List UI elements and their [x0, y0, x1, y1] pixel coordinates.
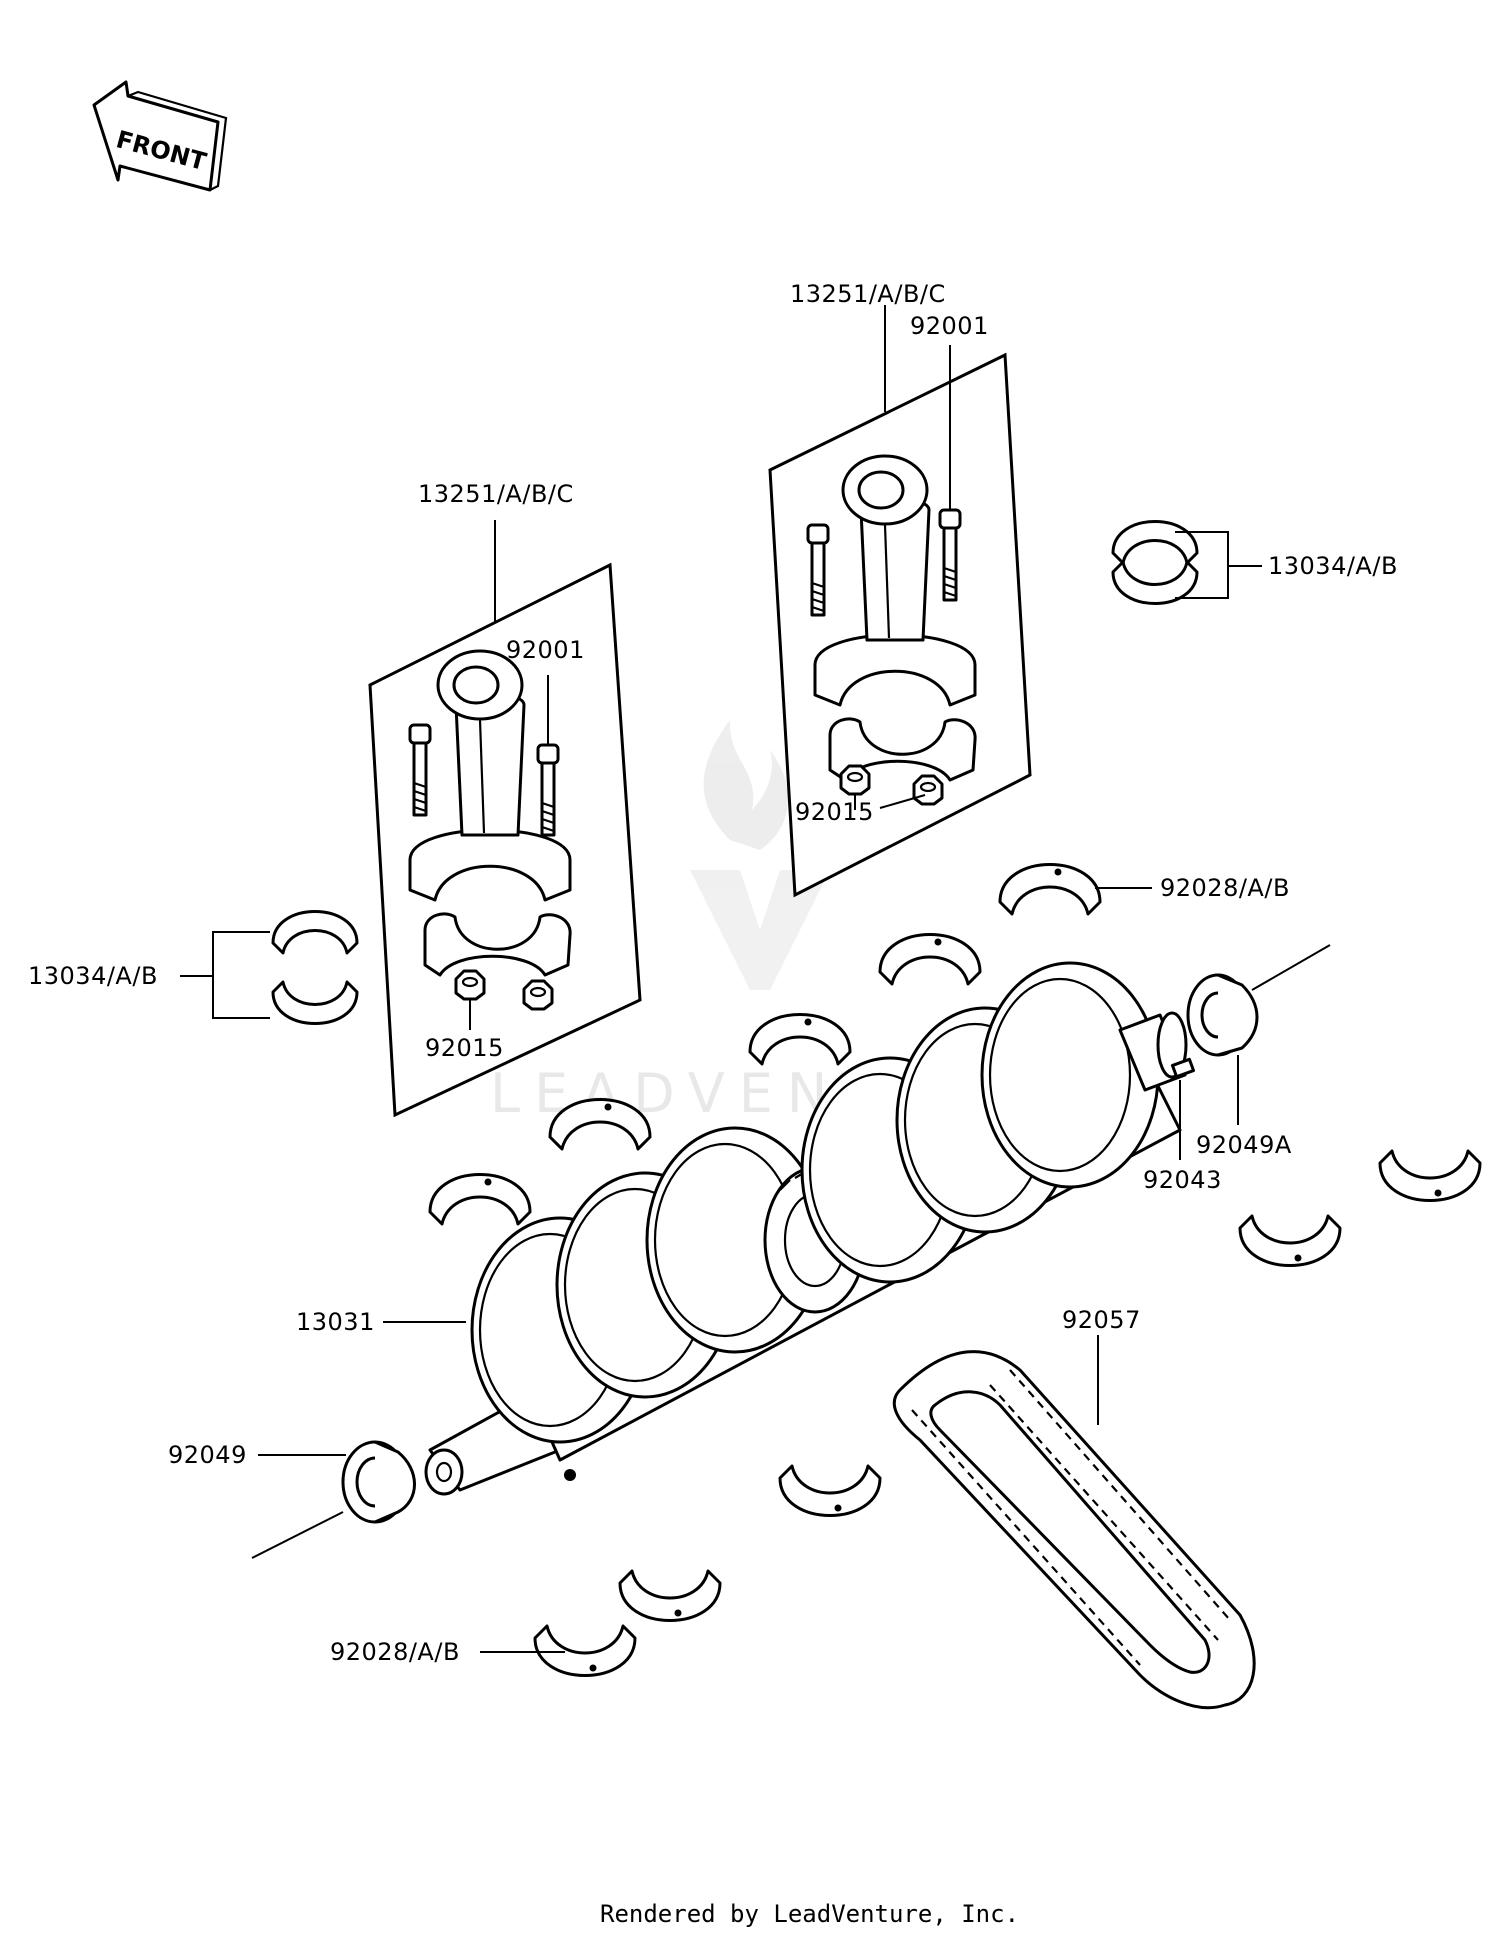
rod-bearing-right-upper	[1111, 520, 1199, 565]
label-main-bearing-lower: 92028/A/B	[330, 1638, 460, 1666]
label-oil-seal-left: 92049	[168, 1441, 247, 1469]
rod-bolt-right-1	[806, 523, 830, 617]
main-bearing-shell-8	[778, 1464, 882, 1517]
label-nut-right: 92015	[795, 798, 874, 826]
label-oil-seal-right: 92049A	[1196, 1131, 1292, 1159]
main-bearing-shell-7	[1238, 1214, 1342, 1267]
oil-seal-left	[341, 1440, 416, 1524]
rod-bearing-left-upper	[271, 910, 359, 955]
rod-nut-right-1	[839, 764, 871, 796]
leader-lines	[180, 305, 1262, 1653]
rod-nut-left-1	[454, 969, 486, 1001]
rod-bolt-left-2	[536, 743, 560, 837]
label-main-bearing-upper: 92028/A/B	[1160, 874, 1290, 902]
label-rod-bearing-left: 13034/A/B	[28, 962, 158, 990]
label-chain: 92057	[1062, 1306, 1141, 1334]
main-bearing-shell-10	[533, 1624, 637, 1677]
dowel-pin	[1170, 1057, 1196, 1079]
rod-bolt-left-1	[408, 723, 432, 817]
rod-nut-left-2	[522, 979, 554, 1011]
label-nut-left: 92015	[425, 1034, 504, 1062]
main-bearing-shell-3	[748, 1013, 852, 1066]
main-bearing-shell-2	[878, 933, 982, 986]
rod-nut-right-2	[912, 774, 944, 806]
footer-credit: Rendered by LeadVenture, Inc.	[600, 1900, 1019, 1928]
label-rod-assembly-right: 13251/A/B/C	[790, 280, 946, 308]
rod-bearing-left-lower	[271, 980, 359, 1025]
front-arrow-icon: FRONT	[92, 80, 228, 192]
crankshaft	[424, 961, 1188, 1496]
cam-chain	[892, 1350, 1256, 1710]
main-bearing-shell-1	[998, 863, 1102, 916]
rod-bolt-right-2	[938, 508, 962, 602]
main-bearing-shell-5	[428, 1173, 532, 1226]
label-bolt-right: 92001	[910, 312, 989, 340]
label-rod-bearing-right: 13034/A/B	[1268, 552, 1398, 580]
main-bearing-shell-6	[1378, 1149, 1482, 1202]
label-bolt-left: 92001	[506, 636, 585, 664]
label-crankshaft: 13031	[296, 1308, 375, 1336]
main-bearing-shell-9	[618, 1569, 722, 1622]
label-pin: 92043	[1143, 1166, 1222, 1194]
label-rod-assembly-left: 13251/A/B/C	[418, 480, 574, 508]
oil-seal-right	[1186, 973, 1259, 1057]
